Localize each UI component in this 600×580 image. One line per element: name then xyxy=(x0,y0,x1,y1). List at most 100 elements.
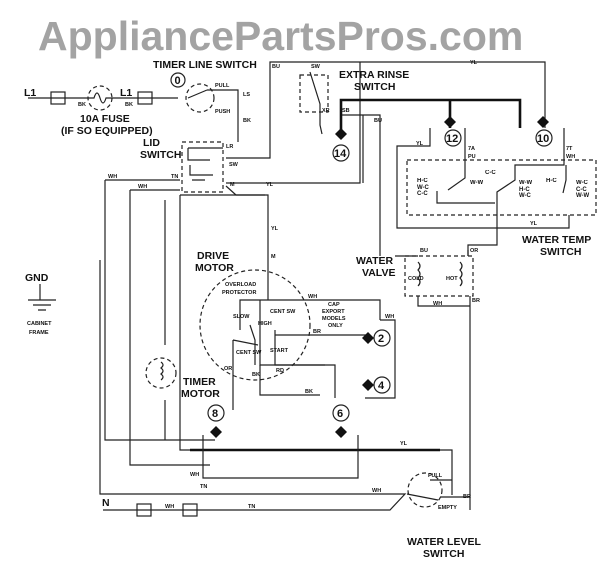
svg-text:BR: BR xyxy=(472,298,480,304)
svg-text:LS: LS xyxy=(243,92,250,98)
svg-text:TN: TN xyxy=(200,484,207,490)
drive-motor: DRIVE MOTOR OVERLOAD PROTECTOR SLOW HIGH… xyxy=(195,250,381,410)
svg-text:FRAME: FRAME xyxy=(29,330,49,336)
svg-text:VALVE: VALVE xyxy=(362,267,395,279)
svg-text:TN: TN xyxy=(171,174,178,180)
temp-position-label: W-W H-C W-C xyxy=(519,180,533,200)
svg-text:YL: YL xyxy=(416,141,424,147)
svg-text:SWITCH: SWITCH xyxy=(540,246,581,258)
neutral-line: N xyxy=(99,260,407,517)
connector-icon xyxy=(182,503,198,517)
temp-position-label: W-C C-C W-W xyxy=(576,180,590,200)
svg-text:WH: WH xyxy=(108,174,117,180)
svg-text:BK: BK xyxy=(78,102,86,108)
svg-text:GND: GND xyxy=(25,272,49,284)
fuse-note: (IF SO EQUIPPED) xyxy=(61,125,153,137)
svg-text:BR: BR xyxy=(313,329,321,335)
connector-icon xyxy=(136,503,152,517)
svg-text:WH: WH xyxy=(433,301,442,307)
svg-text:M: M xyxy=(271,254,276,260)
svg-text:N: N xyxy=(102,497,110,509)
svg-text:LR: LR xyxy=(226,144,233,150)
wire-labels: BK BK BK LS LR SW TN M WH WH YL YL SW BU… xyxy=(78,60,575,510)
svg-text:ONLY: ONLY xyxy=(328,323,343,329)
svg-text:WH: WH xyxy=(372,488,381,494)
svg-text:SB: SB xyxy=(342,108,350,114)
svg-text:BU: BU xyxy=(272,64,280,70)
svg-text:WH: WH xyxy=(385,314,394,320)
svg-text:COLD: COLD xyxy=(408,276,424,282)
svg-text:OR: OR xyxy=(470,248,478,254)
timer-contacts: 2 4 8 6 xyxy=(190,319,453,495)
svg-text:PROTECTOR: PROTECTOR xyxy=(222,290,256,296)
svg-text:YL: YL xyxy=(470,60,478,66)
svg-text:EXPORT: EXPORT xyxy=(322,309,345,315)
ground: GND CABINET FRAME xyxy=(25,272,56,336)
svg-text:HIGH: HIGH xyxy=(258,321,272,327)
svg-text:CABINET: CABINET xyxy=(27,321,52,327)
svg-text:CENT SW: CENT SW xyxy=(270,309,296,315)
svg-text:SWITCH: SWITCH xyxy=(423,548,464,560)
temp-position-label: C-C xyxy=(485,170,496,176)
svg-text:XR: XR xyxy=(322,108,330,114)
temp-position-label: H-C xyxy=(546,178,557,184)
svg-text:WATER LEVEL: WATER LEVEL xyxy=(407,536,481,548)
svg-text:PULL: PULL xyxy=(215,83,230,89)
connector-icon xyxy=(50,91,66,105)
lid-switch: LID SWITCH xyxy=(104,61,361,466)
fuse-label: 10A FUSE xyxy=(80,113,130,125)
contact-14: 14 xyxy=(334,148,347,160)
l1-label: L1 xyxy=(120,87,132,99)
svg-text:LID: LID xyxy=(143,137,160,149)
svg-text:TIMER: TIMER xyxy=(183,376,216,388)
timer-line-switch: TIMER LINE SWITCH 0 PULL PUSH xyxy=(153,59,257,142)
svg-text:RD: RD xyxy=(276,368,284,374)
svg-text:EXTRA RINSE: EXTRA RINSE xyxy=(339,69,409,81)
svg-text:MOTOR: MOTOR xyxy=(181,388,220,400)
svg-text:SW: SW xyxy=(311,64,321,70)
svg-text:YL: YL xyxy=(530,221,538,227)
svg-text:WH: WH xyxy=(165,504,174,510)
temp-position-label: H-C W-C C-C xyxy=(417,178,429,198)
svg-text:WH: WH xyxy=(566,154,575,160)
svg-text:SLOW: SLOW xyxy=(233,314,250,320)
contact-0: 0 xyxy=(175,75,181,87)
svg-text:PU: PU xyxy=(468,154,476,160)
svg-text:M: M xyxy=(230,182,235,188)
l1-label: L1 xyxy=(24,87,36,99)
svg-text:WATER: WATER xyxy=(356,255,394,267)
svg-text:CENT SW: CENT SW xyxy=(236,350,262,356)
svg-text:DRIVE: DRIVE xyxy=(197,250,229,262)
svg-text:SW: SW xyxy=(229,162,239,168)
water-valve: WATER VALVE COLD HOT xyxy=(356,250,474,510)
svg-text:FULL: FULL xyxy=(428,473,443,479)
svg-text:7A: 7A xyxy=(468,146,475,152)
connector-icon xyxy=(137,91,153,105)
watermark-logo: AppliancePartsPros.com xyxy=(38,13,523,59)
water-temp-switch: 12 10 H-C W-C C-C W-W C-C W-W H-C W-C H-… xyxy=(396,116,597,258)
svg-text:BK: BK xyxy=(252,372,260,378)
temp-position-label: W-W xyxy=(470,180,484,186)
svg-text:OR: OR xyxy=(224,366,232,372)
svg-text:MOTOR: MOTOR xyxy=(195,262,234,274)
line-input: L1 L1 10A FUSE (IF SO EQUIPPED) xyxy=(24,85,178,137)
svg-text:YL: YL xyxy=(266,182,274,188)
svg-text:BK: BK xyxy=(243,118,251,124)
contact-2: 2 xyxy=(378,333,384,345)
contact-8: 8 xyxy=(212,408,218,420)
svg-text:WH: WH xyxy=(190,472,199,478)
timer-motor: TIMER MOTOR xyxy=(145,357,220,400)
svg-text:BK: BK xyxy=(125,102,133,108)
svg-text:HOT: HOT xyxy=(446,276,458,282)
svg-text:TIMER LINE SWITCH: TIMER LINE SWITCH xyxy=(153,59,257,71)
svg-text:7T: 7T xyxy=(566,146,573,152)
svg-text:MODELS: MODELS xyxy=(322,316,346,322)
svg-text:OVERLOAD: OVERLOAD xyxy=(225,282,256,288)
contact-6: 6 xyxy=(337,408,343,420)
water-level-switch: FULL EMPTY WATER LEVEL SWITCH xyxy=(406,472,481,560)
svg-text:WH: WH xyxy=(308,294,317,300)
svg-text:TN: TN xyxy=(248,504,255,510)
svg-text:BU: BU xyxy=(374,118,382,124)
